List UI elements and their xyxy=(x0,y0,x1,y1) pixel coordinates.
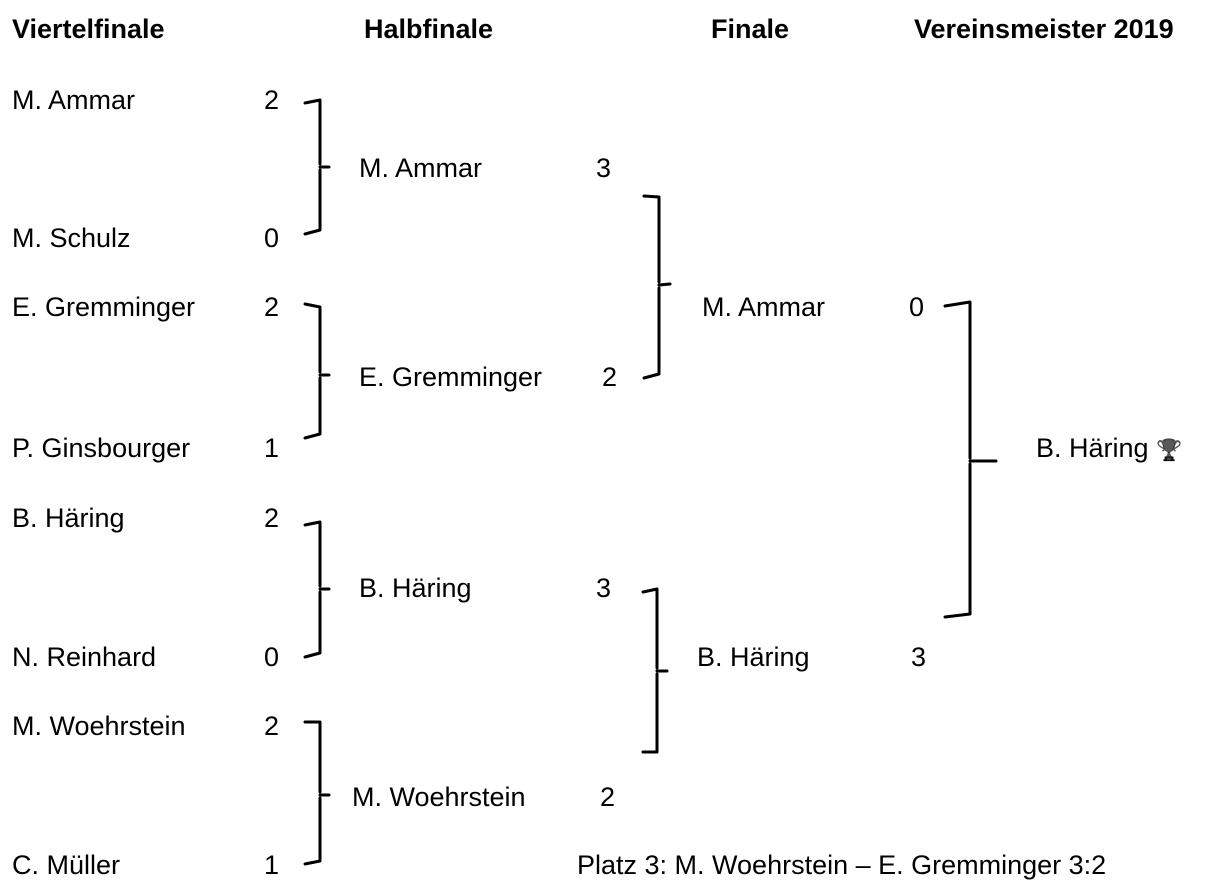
qf-score: 0 xyxy=(264,223,280,253)
qf-score: 2 xyxy=(264,292,280,322)
qf-score: 2 xyxy=(264,85,280,115)
qf-player-name: M. Woehrstein xyxy=(12,711,186,741)
sf-player-name: E. Gremminger xyxy=(359,362,543,392)
sf-score: 2 xyxy=(600,782,616,812)
bracket-connector xyxy=(303,520,331,659)
sf-score: 3 xyxy=(596,153,612,183)
qf-player-name: M. Schulz xyxy=(12,223,131,253)
header-champion: Vereinsmeister 2019 xyxy=(914,14,1174,44)
qf-score: 1 xyxy=(264,433,280,463)
qf-player-name: E. Gremminger xyxy=(12,292,196,322)
sf-player-name: M. Woehrstein xyxy=(352,782,526,812)
qf-player-name: C. Müller xyxy=(12,850,121,880)
qf-score: 0 xyxy=(264,642,280,672)
final-score: 3 xyxy=(911,642,927,672)
qf-score: 2 xyxy=(264,503,280,533)
final-player-name: M. Ammar xyxy=(702,292,826,322)
sf-score: 2 xyxy=(602,362,618,392)
sf-score: 3 xyxy=(596,573,612,603)
champion-label: B. Häring 🏆 xyxy=(1036,432,1182,466)
bracket-connector xyxy=(303,720,331,866)
bracket-connector xyxy=(303,302,331,440)
bracket-connector xyxy=(303,98,331,236)
final-score: 0 xyxy=(909,292,925,322)
qf-score: 2 xyxy=(264,711,280,741)
champion-name: B. Häring xyxy=(1036,433,1149,463)
qf-player-name: M. Ammar xyxy=(12,85,136,115)
trophy-icon: 🏆 xyxy=(1156,438,1183,462)
bracket-connector xyxy=(943,300,998,619)
qf-player-name: P. Ginsbourger xyxy=(12,433,191,463)
qf-score: 1 xyxy=(264,850,280,880)
sf-player-name: M. Ammar xyxy=(359,153,483,183)
bracket-connector xyxy=(642,194,672,380)
sf-player-name: B. Häring xyxy=(359,573,472,603)
qf-player-name: N. Reinhard xyxy=(12,642,157,672)
qf-player-name: B. Häring xyxy=(12,503,125,533)
bracket-connector xyxy=(641,587,669,754)
third-place-note: Platz 3: M. Woehrstein – E. Gremminger 3… xyxy=(577,850,1107,880)
header-final: Finale xyxy=(711,14,790,44)
header-semifinals: Halbfinale xyxy=(364,14,494,44)
header-quarterfinals: Viertelfinale xyxy=(12,14,165,44)
final-player-name: B. Häring xyxy=(697,642,810,672)
